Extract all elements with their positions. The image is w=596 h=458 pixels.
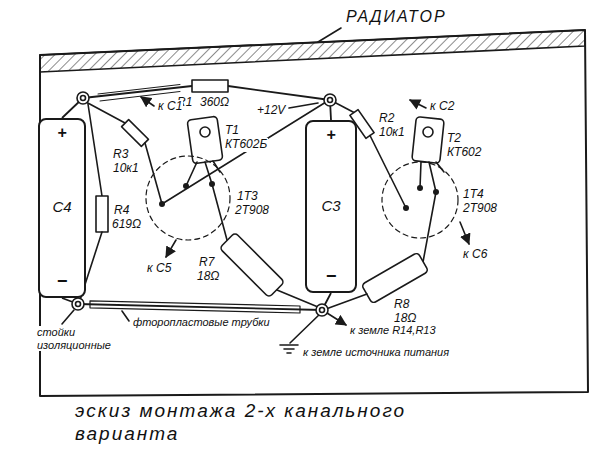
- wire: [86, 102, 125, 123]
- leader-line: [318, 28, 341, 42]
- part-label: 18Ω: [196, 270, 220, 284]
- resistor-symbol: [361, 252, 428, 304]
- part-label: T1: [224, 124, 240, 138]
- wire: [212, 184, 227, 240]
- leader-line: [122, 311, 129, 321]
- capacitor-body: + C4 −: [38, 118, 86, 298]
- mounting-hole: [423, 127, 433, 137]
- resistor-symbol: [192, 80, 228, 92]
- part-label: к земле источника питания: [302, 346, 450, 359]
- standoffs: [72, 92, 336, 316]
- arrow: [410, 100, 426, 108]
- transistor-outline: [382, 162, 458, 238]
- part-label: к C6: [462, 248, 488, 262]
- part-label: 10к1: [378, 126, 406, 140]
- polarity-mark: −: [57, 271, 68, 292]
- part-label: 10к1: [112, 162, 140, 176]
- transistor-package: [412, 117, 444, 164]
- part-label: к земле R14,R13: [349, 324, 437, 337]
- radiator-label: РАДИАТОР: [345, 8, 448, 26]
- arrow: [327, 313, 346, 325]
- leader-line: [289, 103, 318, 108]
- part-label: R2: [378, 112, 395, 126]
- part-label: стойки изоляционные: [36, 326, 122, 351]
- resistor-symbol: [219, 232, 284, 297]
- polarity-mark: +: [57, 124, 66, 142]
- resistor-symbol: [122, 120, 149, 147]
- part-label: R4: [113, 204, 130, 218]
- wire: [334, 102, 354, 113]
- arrow: [141, 97, 154, 106]
- wire: [370, 136, 406, 209]
- part-label: T2: [446, 132, 462, 146]
- wire: [88, 104, 102, 196]
- resistor-symbol: [96, 196, 108, 232]
- arrow: [166, 240, 176, 257]
- ptfe-tube: [98, 85, 180, 102]
- wire: [326, 294, 367, 309]
- pin-dots: [159, 181, 439, 211]
- transistor-leads: [420, 162, 444, 192]
- part-label: R7: [198, 256, 215, 270]
- arrow: [460, 222, 469, 244]
- wire: [423, 192, 436, 262]
- part-label: фторопластовые трубки: [132, 316, 271, 329]
- part-name: C3: [321, 197, 340, 214]
- mounting-hole: [200, 127, 210, 137]
- leader-line: [62, 310, 74, 324]
- part-label: к C5: [146, 262, 172, 276]
- part-label: R3: [112, 148, 129, 162]
- part-label: к C1: [157, 100, 183, 114]
- wire: [162, 102, 326, 204]
- capacitor-body: + C3 −: [305, 120, 357, 293]
- part-label: 619Ω: [111, 218, 142, 232]
- transistor-outline: [146, 156, 230, 240]
- part-label: 1T3: [236, 190, 259, 204]
- caption: эскиз монтажа 2-х канального варианта: [75, 400, 445, 446]
- part-label: 1T4: [462, 188, 485, 202]
- part-label: 360Ω: [199, 96, 230, 110]
- transistor-leads: [186, 161, 220, 186]
- part-label: R8: [393, 298, 410, 312]
- part-label: 2T908: [462, 202, 498, 216]
- polarity-mark: −: [326, 266, 337, 287]
- part-label: +12V: [256, 104, 286, 118]
- polarity-mark: +: [326, 126, 335, 144]
- part-name: C4: [52, 198, 71, 215]
- part-label: КТ602: [446, 146, 482, 160]
- part-label: 2T908: [234, 204, 270, 218]
- part-label: КТ602Б: [224, 138, 268, 152]
- radiator-plate: [40, 30, 588, 396]
- part-label: к C2: [429, 100, 455, 114]
